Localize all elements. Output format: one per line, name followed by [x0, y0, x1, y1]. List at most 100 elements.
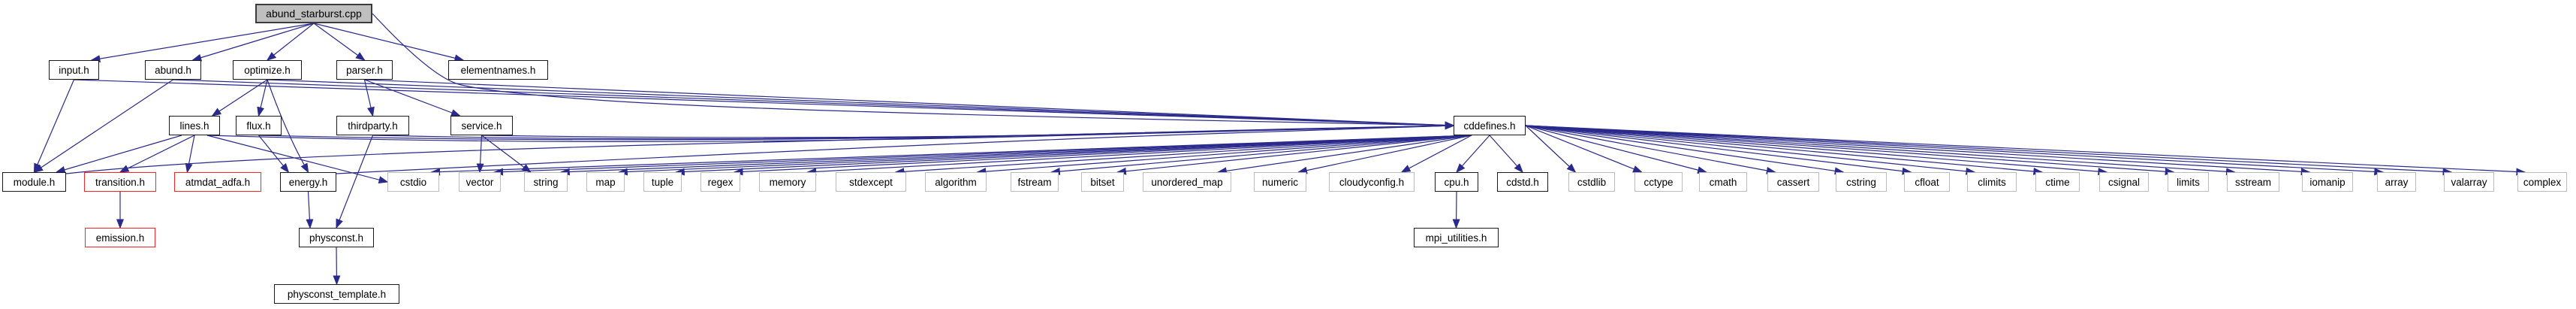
edge-parser-to-cddefines	[364, 79, 1455, 129]
graph-node-iomanip: iomanip	[2302, 172, 2353, 192]
graph-node-cassert: cassert	[1767, 172, 1819, 192]
edge-cddefines-to-numeric	[1297, 135, 1472, 174]
graph-node-numeric: numeric	[1254, 172, 1306, 192]
graph-node-bitset: bitset	[1081, 172, 1124, 192]
graph-node-vector: vector	[459, 172, 501, 192]
graph-node-tuple: tuple	[643, 172, 682, 192]
edge-cddefines-to-ctime	[1525, 125, 2044, 175]
graph-node-physconst[interactable]: physconst.h	[299, 228, 374, 247]
graph-node-cddefines[interactable]: cddefines.h	[1454, 116, 1526, 135]
edge-physconst-to-physconst_template	[333, 247, 341, 286]
graph-node-thirdparty[interactable]: thirdparty.h	[336, 116, 409, 135]
edge-cddefines-to-csignal	[1525, 125, 2108, 176]
graph-node-complex: complex	[2517, 172, 2567, 192]
edge-cpp-to-abund	[191, 23, 315, 62]
graph-node-cstdlib: cstdlib	[1568, 172, 1615, 192]
edge-cddefines-to-memory	[806, 135, 1472, 176]
edge-cddefines-to-cstring	[1525, 125, 1845, 175]
edge-lines-to-module	[55, 135, 182, 174]
graph-node-unordered_map: unordered_map	[1143, 172, 1231, 192]
graph-node-cdstd[interactable]: cdstd.h	[1497, 172, 1548, 192]
graph-node-limits: limits	[2168, 172, 2209, 192]
graph-node-energy[interactable]: energy.h	[280, 172, 336, 192]
graph-node-cstdio: cstdio	[387, 172, 439, 192]
edge-cpp-to-input	[90, 23, 315, 63]
edge-lines-to-transition	[119, 135, 195, 173]
graph-node-cmath: cmath	[1699, 172, 1747, 192]
graph-node-regex: regex	[700, 172, 740, 192]
edge-cpp-to-optimize	[266, 23, 315, 61]
graph-node-physconst_template[interactable]: physconst_template.h	[274, 284, 399, 304]
edge-abund-to-cddefines	[173, 79, 1455, 129]
graph-node-module[interactable]: module.h	[2, 172, 66, 192]
graph-node-cpu[interactable]: cpu.h	[1435, 172, 1478, 192]
graph-node-stdexcept: stdexcept	[836, 172, 906, 192]
edge-cddefines-to-cstdlib	[1525, 125, 1577, 174]
edge-service-to-cddefines	[481, 122, 1455, 138]
edge-cpp-to-parser	[313, 23, 366, 61]
graph-node-flux[interactable]: flux.h	[236, 116, 282, 135]
edge-cddefines-to-bitset	[1116, 135, 1472, 175]
graph-node-array: array	[2377, 172, 2416, 192]
edge-cddefines-to-cpu	[1455, 135, 1490, 174]
edge-cddefines-to-sstream	[1525, 125, 2236, 176]
graph-node-abund[interactable]: abund.h	[145, 60, 201, 80]
edge-input-to-module	[33, 79, 75, 174]
edge-flux-to-energy	[258, 135, 290, 174]
edge-optimize-to-flux	[257, 79, 268, 117]
edge-cddefines-to-cloudyconfig	[1400, 135, 1472, 173]
graph-node-atmdat[interactable]: atmdat_adfa.h	[174, 172, 261, 192]
edge-cddefines-to-cdstd	[1489, 135, 1524, 174]
edge-optimize-to-energy	[267, 79, 309, 174]
edge-parser-to-thirdparty	[363, 79, 375, 117]
edge-cddefines-to-fstream	[1050, 135, 1472, 175]
graph-node-input[interactable]: input.h	[49, 60, 99, 80]
graph-node-string: string	[524, 172, 568, 192]
graph-node-valarray: valarray	[2444, 172, 2494, 192]
graph-node-sstream: sstream	[2227, 172, 2279, 192]
graph-node-lines[interactable]: lines.h	[169, 116, 220, 135]
edge-energy-to-physconst	[306, 191, 314, 229]
edge-input-to-cddefines	[74, 79, 1455, 129]
edge-cddefines-to-cmath	[1525, 125, 1708, 174]
edge-cddefines-to-complex	[1525, 125, 2526, 176]
edge-optimize-to-cddefines	[267, 79, 1455, 129]
edge-module-to-cddefines	[65, 122, 1455, 174]
edge-cddefines-to-cassert	[1525, 125, 1776, 174]
graph-node-cloudyconfig: cloudyconfig.h	[1329, 172, 1415, 192]
edge-cddefines-to-limits	[1525, 125, 2175, 176]
edge-lines-to-cddefines	[206, 122, 1455, 142]
graph-node-ctime: ctime	[2035, 172, 2080, 192]
graph-node-mpi[interactable]: mpi_utilities.h	[1414, 228, 1499, 247]
graph-node-algorithm: algorithm	[925, 172, 987, 192]
edge-cddefines-to-climits	[1525, 125, 1976, 175]
edge-lines-to-atmdat	[185, 135, 195, 174]
graph-node-elementnames[interactable]: elementnames.h	[448, 60, 548, 80]
edge-cddefines-to-cctype	[1525, 125, 1643, 173]
graph-node-cctype: cctype	[1634, 172, 1683, 192]
graph-node-optimize[interactable]: optimize.h	[233, 60, 302, 80]
edge-cddefines-to-valarray	[1525, 125, 2453, 176]
graph-node-climits: climits	[1967, 172, 2017, 192]
graph-node-memory: memory	[759, 172, 816, 192]
graph-node-fstream: fstream	[1011, 172, 1059, 192]
edge-cddefines-to-stdexcept	[894, 135, 1472, 176]
edge-cddefines-to-unordered_map	[1216, 135, 1472, 175]
edge-parser-to-service	[364, 79, 461, 117]
graph-node-emission[interactable]: emission.h	[85, 228, 155, 247]
graph-node-service[interactable]: service.h	[450, 116, 513, 135]
edge-cddefines-to-iomanip	[1525, 125, 2311, 176]
edge-thirdparty-to-physconst	[336, 135, 374, 229]
graph-node-cpp[interactable]: abund_starburst.cpp	[255, 4, 372, 23]
edge-service-to-string	[481, 135, 532, 173]
edge-cddefines-to-tuple	[674, 135, 1472, 176]
graph-node-map: map	[586, 172, 625, 192]
edge-abund-to-module	[33, 79, 173, 173]
graph-node-parser[interactable]: parser.h	[336, 60, 393, 80]
graph-node-transition[interactable]: transition.h	[84, 172, 156, 192]
edge-cddefines-to-regex	[733, 135, 1472, 176]
graph-node-csignal: csignal	[2099, 172, 2149, 192]
edge-cddefines-to-array	[1525, 125, 2385, 176]
edge-cpp-to-elementnames	[313, 23, 465, 62]
